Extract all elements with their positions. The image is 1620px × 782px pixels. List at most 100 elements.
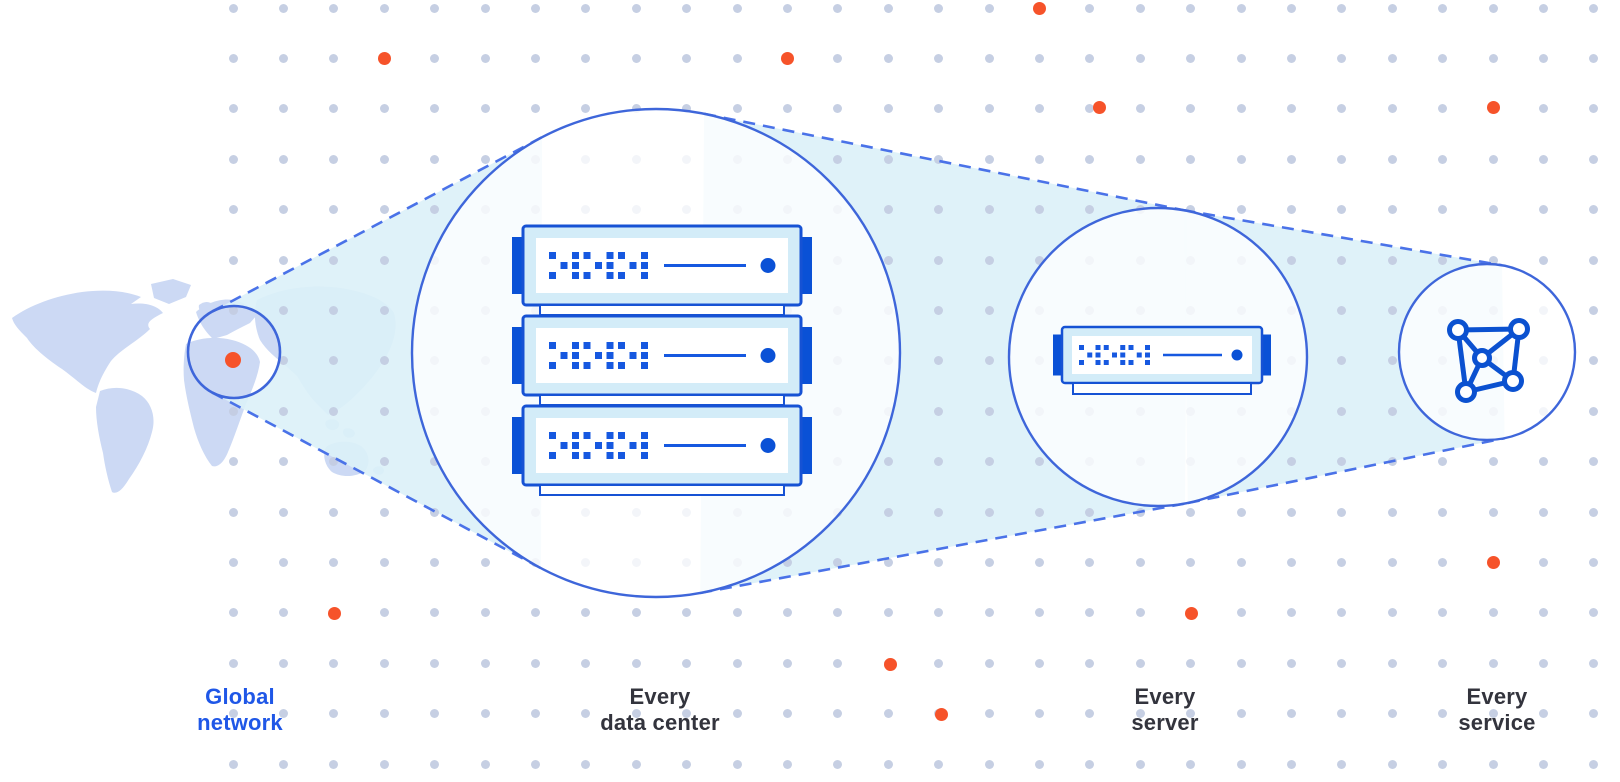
led-square bbox=[629, 352, 637, 359]
led-square bbox=[572, 342, 579, 349]
led-square bbox=[595, 352, 602, 359]
network-node bbox=[1455, 381, 1477, 403]
led-square bbox=[629, 442, 637, 449]
led-square bbox=[1112, 352, 1117, 358]
continent-shape bbox=[151, 279, 191, 304]
led-square bbox=[641, 442, 648, 449]
led-square bbox=[606, 432, 614, 439]
rack-connector-bar bbox=[539, 484, 785, 496]
led-square bbox=[583, 362, 591, 369]
led-square bbox=[560, 442, 568, 449]
led-square bbox=[606, 342, 614, 349]
server-side-tab-right bbox=[800, 237, 812, 294]
led-square bbox=[618, 362, 625, 369]
led-square bbox=[595, 262, 602, 269]
led-square bbox=[629, 262, 637, 269]
led-square bbox=[1079, 360, 1084, 365]
led-square bbox=[618, 452, 625, 459]
led-square bbox=[1087, 352, 1093, 358]
label-line: Every bbox=[1134, 684, 1196, 709]
led-square bbox=[1120, 345, 1126, 350]
label-line: data center bbox=[600, 710, 720, 735]
led-square bbox=[583, 432, 591, 439]
label-every-service: Every service bbox=[1458, 684, 1535, 736]
led-square bbox=[606, 272, 614, 279]
led-square bbox=[595, 442, 602, 449]
led-square bbox=[549, 362, 556, 369]
dashed-zoom-line-lower bbox=[1187, 436, 1505, 505]
led-square bbox=[1145, 345, 1150, 350]
led-square bbox=[1095, 345, 1101, 350]
single-server-icon bbox=[1053, 325, 1271, 395]
led-square bbox=[641, 362, 648, 369]
network-node bbox=[1447, 319, 1469, 341]
led-square bbox=[1128, 345, 1134, 350]
led-square bbox=[1095, 360, 1101, 365]
led-square bbox=[1095, 352, 1101, 358]
led-square bbox=[641, 452, 648, 459]
led-square bbox=[572, 442, 579, 449]
server-power-dot bbox=[760, 258, 776, 273]
led-square bbox=[1145, 352, 1150, 358]
led-square bbox=[560, 352, 568, 359]
label-every-data-center: Every data center bbox=[600, 684, 720, 736]
label-line: Global bbox=[205, 684, 275, 709]
label-global-network: Global network bbox=[197, 684, 283, 736]
server-side-tab-right bbox=[1261, 334, 1271, 376]
continent-shape bbox=[96, 387, 154, 493]
led-square bbox=[1120, 352, 1126, 358]
led-square bbox=[1136, 352, 1142, 358]
led-square bbox=[618, 432, 625, 439]
server-rack-icon bbox=[512, 224, 812, 496]
led-square bbox=[641, 272, 648, 279]
led-square bbox=[618, 342, 625, 349]
led-square bbox=[572, 452, 579, 459]
led-square bbox=[549, 252, 556, 259]
led-square bbox=[606, 352, 614, 359]
led-square bbox=[1145, 360, 1150, 365]
dashed-zoom-line-upper bbox=[1183, 208, 1503, 267]
led-square bbox=[606, 442, 614, 449]
server-power-dot bbox=[760, 348, 776, 363]
led-square bbox=[618, 252, 625, 259]
server-side-tab-right bbox=[800, 327, 812, 384]
led-square bbox=[641, 342, 648, 349]
led-square bbox=[641, 432, 648, 439]
led-square bbox=[583, 342, 591, 349]
led-square bbox=[572, 252, 579, 259]
network-node bbox=[1508, 318, 1530, 340]
server-side-tab-left bbox=[512, 327, 524, 384]
label-line: service bbox=[1458, 710, 1536, 735]
led-square bbox=[1128, 360, 1134, 365]
server-side-tab-left bbox=[512, 237, 524, 294]
led-square bbox=[572, 262, 579, 269]
label-line: network bbox=[197, 710, 283, 735]
led-square bbox=[572, 362, 579, 369]
led-square bbox=[1103, 345, 1109, 350]
network-node bbox=[1502, 370, 1524, 392]
led-square bbox=[641, 252, 648, 259]
led-square bbox=[549, 342, 556, 349]
server-power-dot bbox=[760, 438, 776, 453]
dashed-zoom-line-upper bbox=[211, 136, 543, 313]
led-square bbox=[606, 252, 614, 259]
led-square bbox=[1103, 360, 1109, 365]
led-square bbox=[1120, 360, 1126, 365]
server-side-tab-left bbox=[512, 417, 524, 474]
dashed-zoom-line-upper bbox=[703, 112, 1188, 213]
led-square bbox=[583, 452, 591, 459]
led-square bbox=[549, 452, 556, 459]
led-square bbox=[572, 352, 579, 359]
led-square bbox=[583, 272, 591, 279]
dashed-zoom-line-lower bbox=[211, 391, 542, 570]
label-line: server bbox=[1131, 710, 1199, 735]
led-square bbox=[606, 452, 614, 459]
label-every-server: Every server bbox=[1131, 684, 1198, 736]
led-square bbox=[641, 262, 648, 269]
led-square bbox=[549, 272, 556, 279]
led-square bbox=[618, 272, 625, 279]
server-side-tab-right bbox=[800, 417, 812, 474]
